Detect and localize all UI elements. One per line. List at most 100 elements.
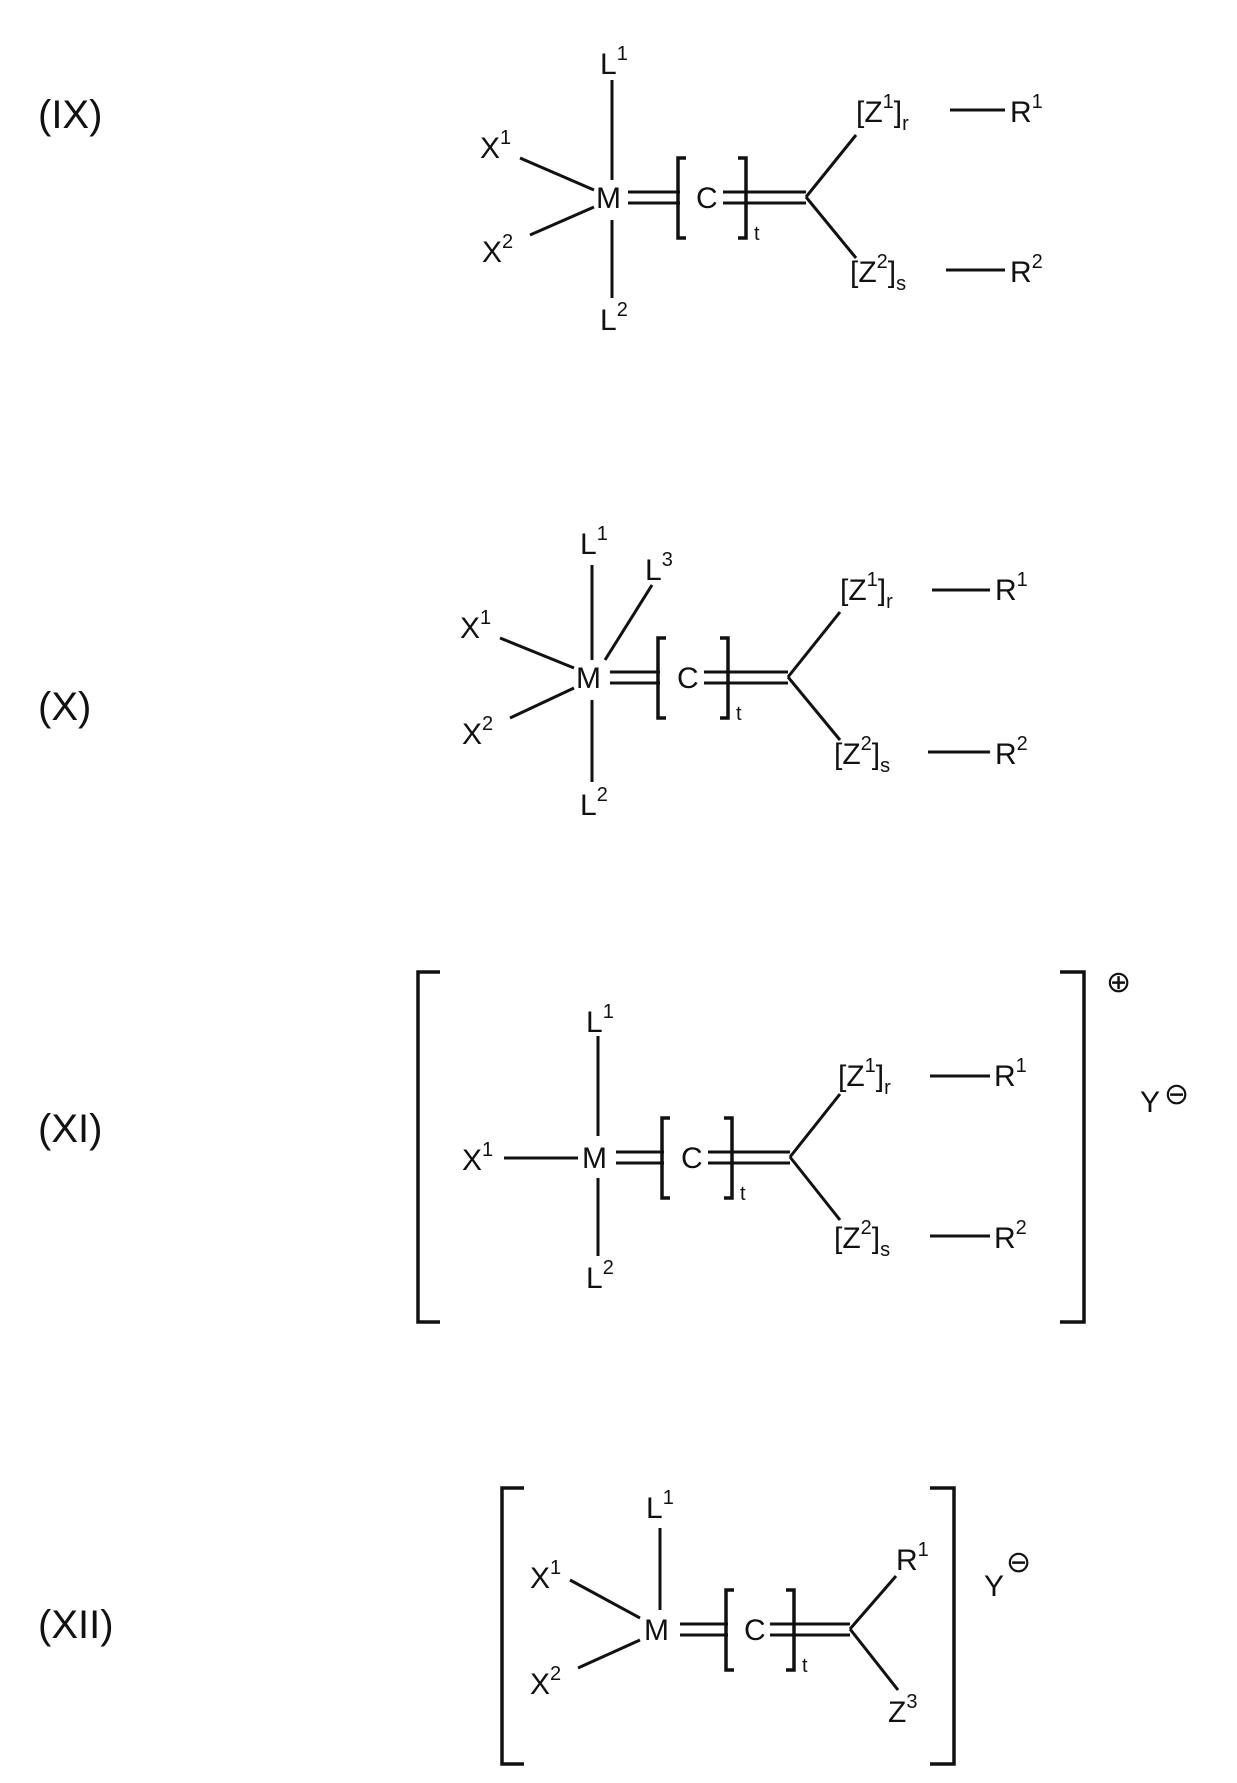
- svg-text:L3: L3: [645, 549, 673, 587]
- group-z1: [Z: [856, 96, 883, 129]
- svg-text:X1: X1: [530, 1557, 561, 1595]
- bond-x2-m: [530, 207, 594, 235]
- bond-c-z2: [788, 677, 840, 740]
- svg-text:L1: L1: [600, 43, 628, 81]
- atom-x2: X: [462, 718, 482, 751]
- atom-l3: L: [645, 554, 662, 587]
- group-z2: [Z: [850, 256, 877, 289]
- svg-text:[Z1]r: [Z1]r: [856, 91, 909, 135]
- repeat-bracket-left: [678, 158, 686, 238]
- repeat-bracket-right: [720, 638, 728, 718]
- group-r1: R: [994, 1060, 1016, 1093]
- bond-c-r1: [850, 1576, 896, 1629]
- repeat-bracket-right: [724, 1118, 732, 1198]
- group-r1: R: [896, 1544, 918, 1577]
- group-z2: [Z: [834, 738, 861, 771]
- svg-text:X2: X2: [462, 713, 493, 751]
- complex-bracket-left: [418, 972, 440, 1322]
- bond-x1-m: [500, 638, 574, 668]
- group-r1: R: [1010, 96, 1032, 129]
- counterion: Y: [984, 1570, 1004, 1603]
- group-z2: [Z: [834, 1222, 861, 1255]
- svg-text:[Z2]s: [Z2]s: [850, 251, 906, 295]
- atom-x1: X: [460, 612, 480, 645]
- svg-text:[Z2]s: [Z2]s: [834, 1217, 890, 1261]
- subscript-t: t: [754, 223, 760, 245]
- atom-c: C: [696, 182, 718, 215]
- bond-c-z1: [806, 135, 856, 197]
- svg-text:L2: L2: [580, 784, 608, 822]
- atom-x1: X: [530, 1562, 550, 1595]
- svg-text:Y⊖: Y⊖: [1140, 1078, 1189, 1119]
- svg-text:L2: L2: [586, 1257, 614, 1295]
- subscript-t: t: [736, 703, 742, 725]
- svg-text:X2: X2: [482, 231, 513, 269]
- atom-m: M: [582, 1142, 607, 1175]
- repeat-bracket-left: [662, 1118, 670, 1198]
- counterion-charge: ⊖: [1164, 1078, 1189, 1111]
- atom-c: C: [744, 1614, 766, 1647]
- complex-bracket-left: [502, 1488, 524, 1764]
- bond-x2-m: [578, 1640, 640, 1668]
- svg-text:L2: L2: [600, 299, 628, 337]
- group-r2: R: [995, 738, 1017, 771]
- formula-label: (XI): [38, 1107, 102, 1151]
- formula-ix: (IX) L1 L2 X1 X2 M C t [Z1]r R1 [Z2]s R2: [38, 43, 1043, 337]
- bond-c-z2: [790, 1157, 840, 1220]
- svg-text:R1: R1: [994, 1055, 1027, 1093]
- svg-text:R2: R2: [1010, 251, 1043, 289]
- svg-text:Z3: Z3: [888, 1691, 917, 1729]
- svg-text:L1: L1: [580, 523, 608, 561]
- subscript-t: t: [802, 1655, 808, 1677]
- svg-text:R2: R2: [995, 733, 1028, 771]
- counterion: Y: [1140, 1086, 1160, 1119]
- subscript-t: t: [740, 1183, 746, 1205]
- svg-text:R1: R1: [995, 569, 1028, 607]
- bond-x1-m: [520, 158, 594, 190]
- group-z1: [Z: [840, 574, 867, 607]
- atom-l2: L: [580, 789, 597, 822]
- bond-x1-m: [570, 1580, 640, 1618]
- svg-text:L1: L1: [586, 1001, 614, 1039]
- svg-text:R2: R2: [994, 1217, 1027, 1255]
- formula-label: (XII): [38, 1603, 114, 1647]
- complex-bracket-right: [930, 1488, 954, 1764]
- bond-c-z1: [790, 1094, 840, 1157]
- formula-x: (X) L1 L3 L2 X1 X2 M C t [Z1]r R1 [Z2]s …: [38, 523, 1028, 822]
- atom-m: M: [644, 1614, 669, 1647]
- bond-c-z2: [806, 197, 856, 258]
- group-z1: [Z: [838, 1060, 865, 1093]
- bond-x2-m: [510, 688, 574, 718]
- svg-text:R1: R1: [896, 1539, 929, 1577]
- atom-l1: L: [600, 48, 617, 81]
- bond-c-z1: [788, 612, 840, 677]
- repeat-bracket-left: [726, 1590, 734, 1670]
- atom-l1: L: [580, 528, 597, 561]
- atom-c: C: [677, 662, 699, 695]
- atom-x2: X: [530, 1668, 550, 1701]
- formula-xi: (XI) ⊕ Y⊖ L1 L2 X1 M C t [Z1]r R1 [Z2]s …: [38, 966, 1189, 1322]
- bond-l3-m: [605, 585, 652, 660]
- svg-text:[Z2]s: [Z2]s: [834, 733, 890, 777]
- formula-label: (IX): [38, 93, 102, 137]
- atom-m: M: [576, 662, 601, 695]
- svg-text:L1: L1: [646, 1487, 674, 1525]
- counterion-charge: ⊖: [1006, 1546, 1031, 1579]
- svg-text:R1: R1: [1010, 91, 1043, 129]
- group-z3: Z: [888, 1696, 906, 1729]
- repeat-bracket-left: [658, 638, 666, 718]
- formula-label: (X): [38, 685, 91, 729]
- svg-text:X1: X1: [462, 1139, 493, 1177]
- repeat-bracket-right: [738, 158, 746, 238]
- svg-text:X1: X1: [460, 607, 491, 645]
- atom-x2: X: [482, 236, 502, 269]
- bond-c-z3: [850, 1629, 898, 1690]
- atom-x1: X: [462, 1144, 482, 1177]
- atom-c: C: [681, 1142, 703, 1175]
- atom-x1: X: [480, 132, 500, 165]
- atom-l1: L: [586, 1006, 603, 1039]
- svg-text:[Z1]r: [Z1]r: [840, 569, 893, 613]
- group-r1: R: [995, 574, 1017, 607]
- formula-xii: (XII) Y ⊖ L1 X1 X2 M C t R1 Z3: [38, 1487, 1031, 1764]
